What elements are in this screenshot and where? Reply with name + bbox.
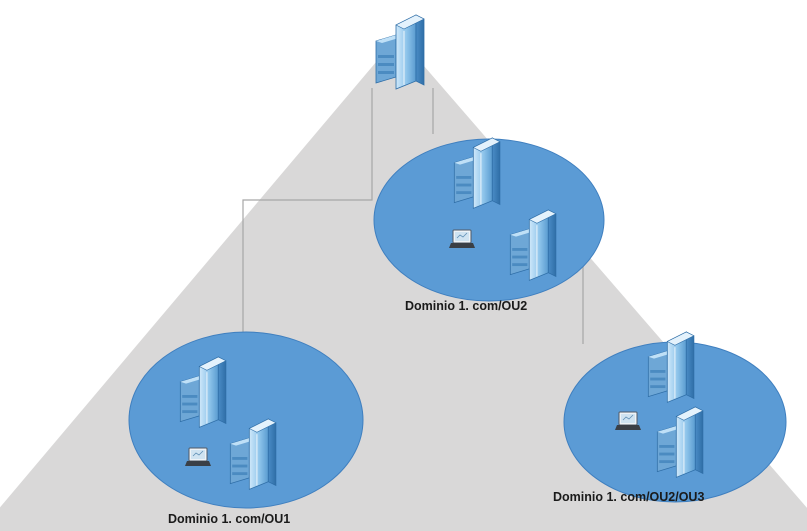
ou1-laptop-icon (184, 447, 212, 467)
ou3-laptop-icon (614, 411, 642, 431)
ou2-label: Dominio 1. com/OU2 (405, 299, 528, 313)
ou1-label: Dominio 1. com/OU1 (168, 512, 291, 526)
ou2-laptop-icon (448, 229, 476, 249)
ou1-ellipse (128, 331, 364, 509)
root-server-icon (375, 14, 425, 90)
edge-root-ou1 (242, 88, 373, 334)
ou3-label: Dominio 1. com/OU2/OU3 (553, 490, 705, 504)
